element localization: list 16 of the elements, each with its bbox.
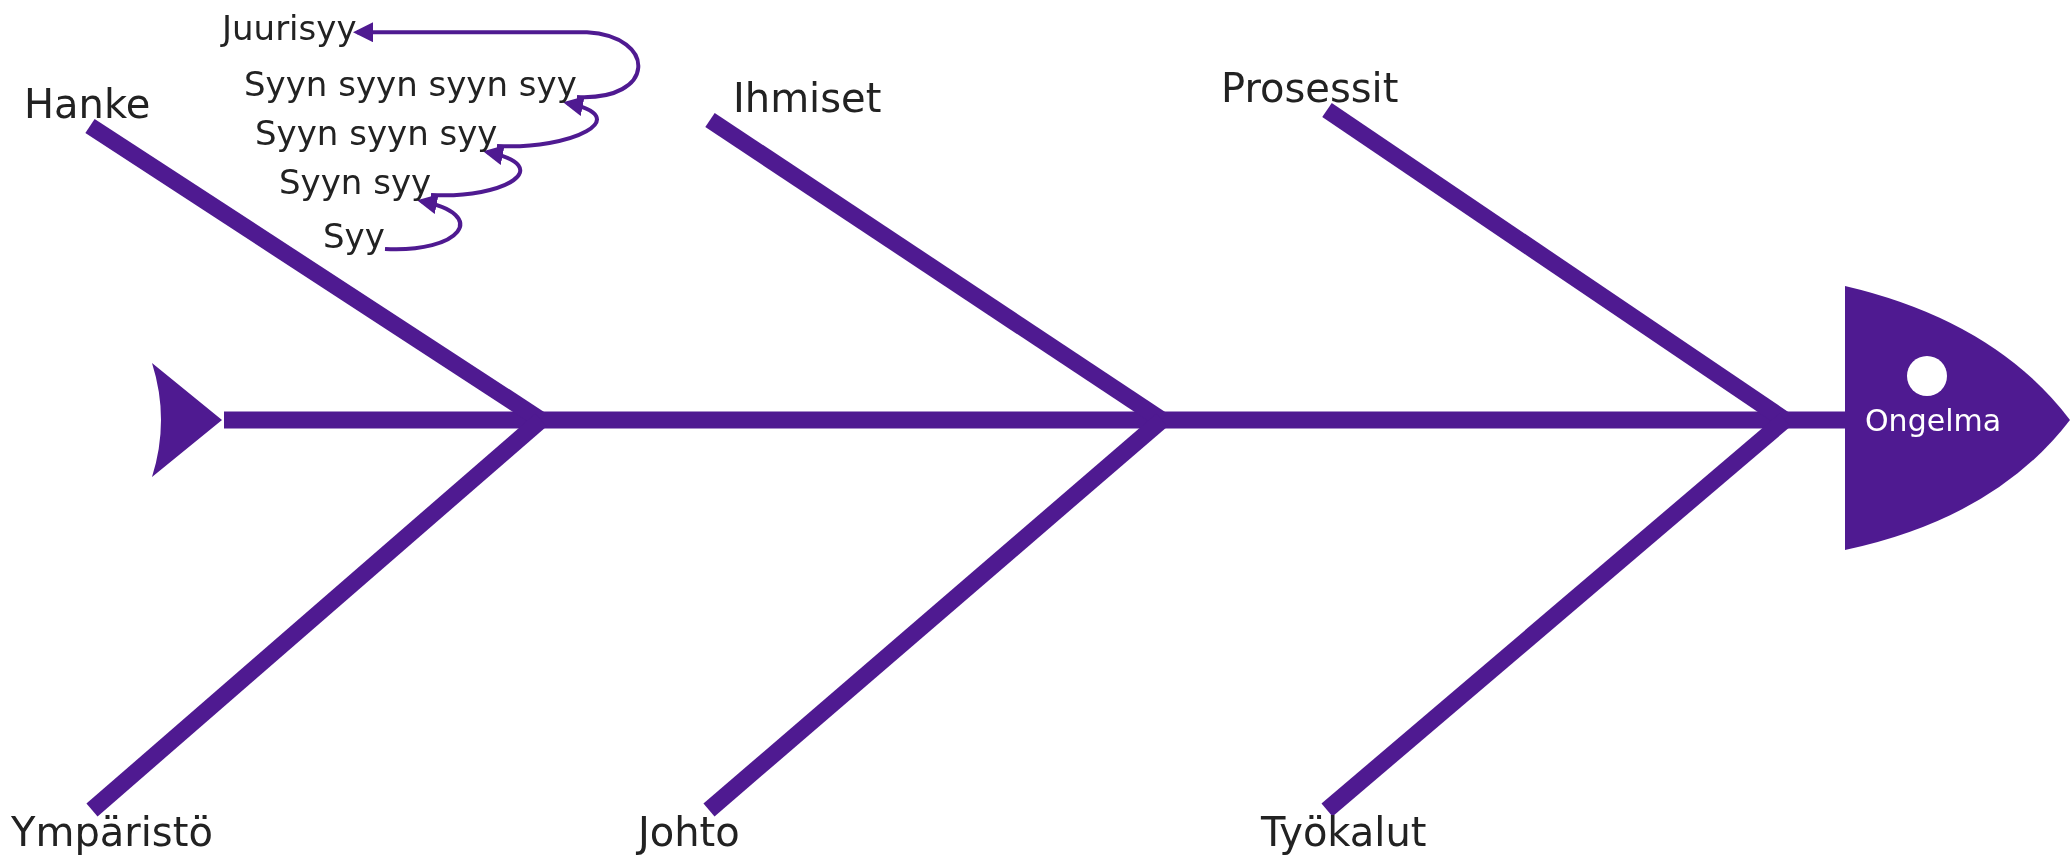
curved-arrow (353, 22, 641, 99)
curved-arrow (430, 146, 522, 198)
category-label: Ihmiset (733, 76, 882, 120)
category-label: Työkalut (1261, 810, 1427, 854)
problem-label: Ongelma (1865, 404, 2002, 437)
curved-arrow (384, 195, 462, 252)
category-label: Johto (638, 810, 740, 854)
cause-label: Syyn syyn syy (255, 115, 498, 153)
cause-label: Syy (323, 218, 385, 256)
cause-label: Syyn syy (279, 164, 432, 202)
cause-label: Syyn syyn syyn syy (244, 66, 577, 104)
category-label: Hanke (24, 82, 151, 126)
cause-label: Juurisyy (222, 10, 357, 48)
curved-arrow (496, 97, 599, 149)
category-label: Ympäristö (11, 810, 213, 854)
category-label: Prosessit (1221, 66, 1399, 110)
